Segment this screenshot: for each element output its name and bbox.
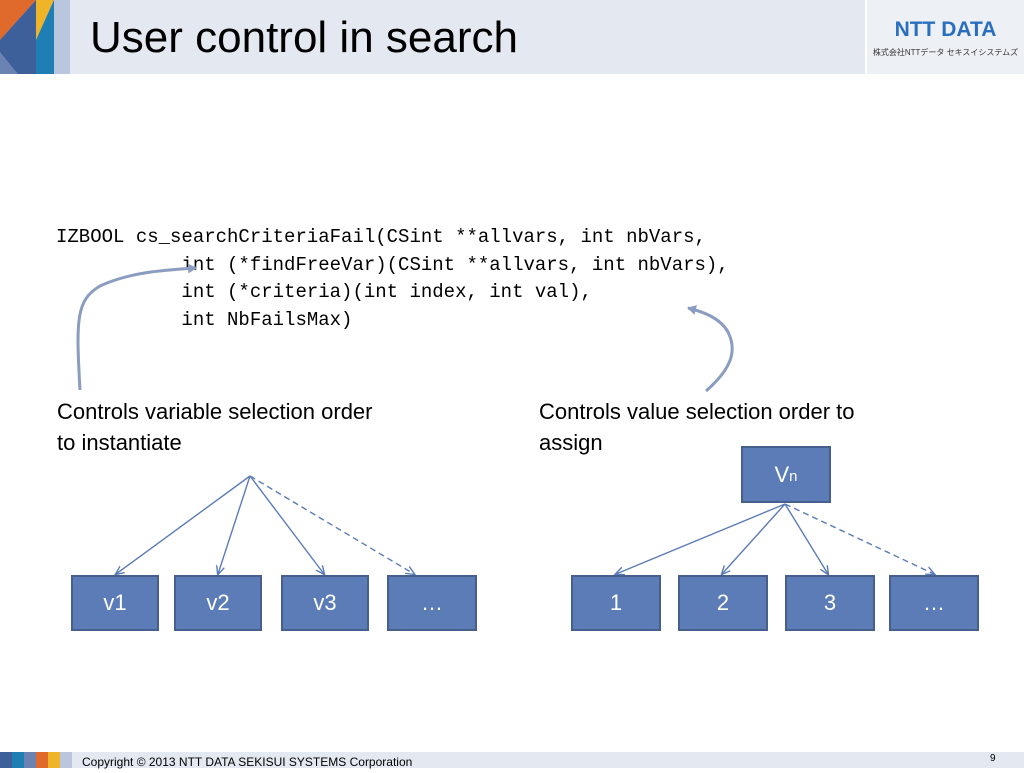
- node-value-1: 1: [571, 575, 661, 631]
- footer-band: [72, 752, 1024, 768]
- edge-v2: [218, 475, 251, 574]
- node-vn-label: V: [774, 461, 790, 487]
- node-vn-subscript: n: [789, 468, 798, 485]
- header-band: [70, 0, 865, 74]
- logo-text: NTT DATA: [894, 18, 997, 41]
- footer-copyright: Copyright © 2013 NTT DATA SEKISUI SYSTEM…: [82, 755, 413, 769]
- node-v2: v2: [174, 575, 262, 631]
- node-value-3: 3: [785, 575, 875, 631]
- node-v1: v1: [71, 575, 159, 631]
- code-line-2: int (*findFreeVar)(CSint **allvars, int …: [56, 253, 729, 276]
- edge-3: [784, 503, 828, 574]
- logo-subtitle: 株式会社NTTデータ セキスイシステムズ: [872, 48, 1019, 57]
- node-v3: v3: [281, 575, 369, 631]
- edge-v1: [116, 475, 251, 574]
- code-line-1: IZBOOL cs_searchCriteriaFail(CSint **all…: [56, 226, 706, 248]
- edge-v-more: [249, 475, 414, 574]
- edge-v3: [249, 475, 324, 574]
- company-logo: NTT DATA 株式会社NTTデータ セキスイシステムズ: [867, 0, 1024, 74]
- node-value-more: …: [889, 575, 979, 631]
- footer-color-strip: [0, 752, 72, 768]
- node-variable-more: …: [387, 575, 477, 631]
- corner-decoration: [0, 0, 70, 74]
- page-number: 9: [990, 753, 996, 764]
- edge-more: [784, 503, 934, 574]
- code-line-4: int NbFailsMax): [56, 308, 353, 331]
- caption-variable-selection: Controls variable selection order to ins…: [57, 399, 373, 455]
- caption-value-selection: Controls value selection order to assign: [539, 399, 855, 455]
- edge-2: [722, 503, 786, 574]
- node-value-2: 2: [678, 575, 768, 631]
- function-signature: IZBOOL cs_searchCriteriaFail(CSint **all…: [56, 224, 729, 334]
- edge-1: [616, 503, 786, 574]
- code-line-3: int (*criteria)(int index, int val),: [56, 281, 592, 303]
- slide-title: User control in search: [90, 13, 518, 62]
